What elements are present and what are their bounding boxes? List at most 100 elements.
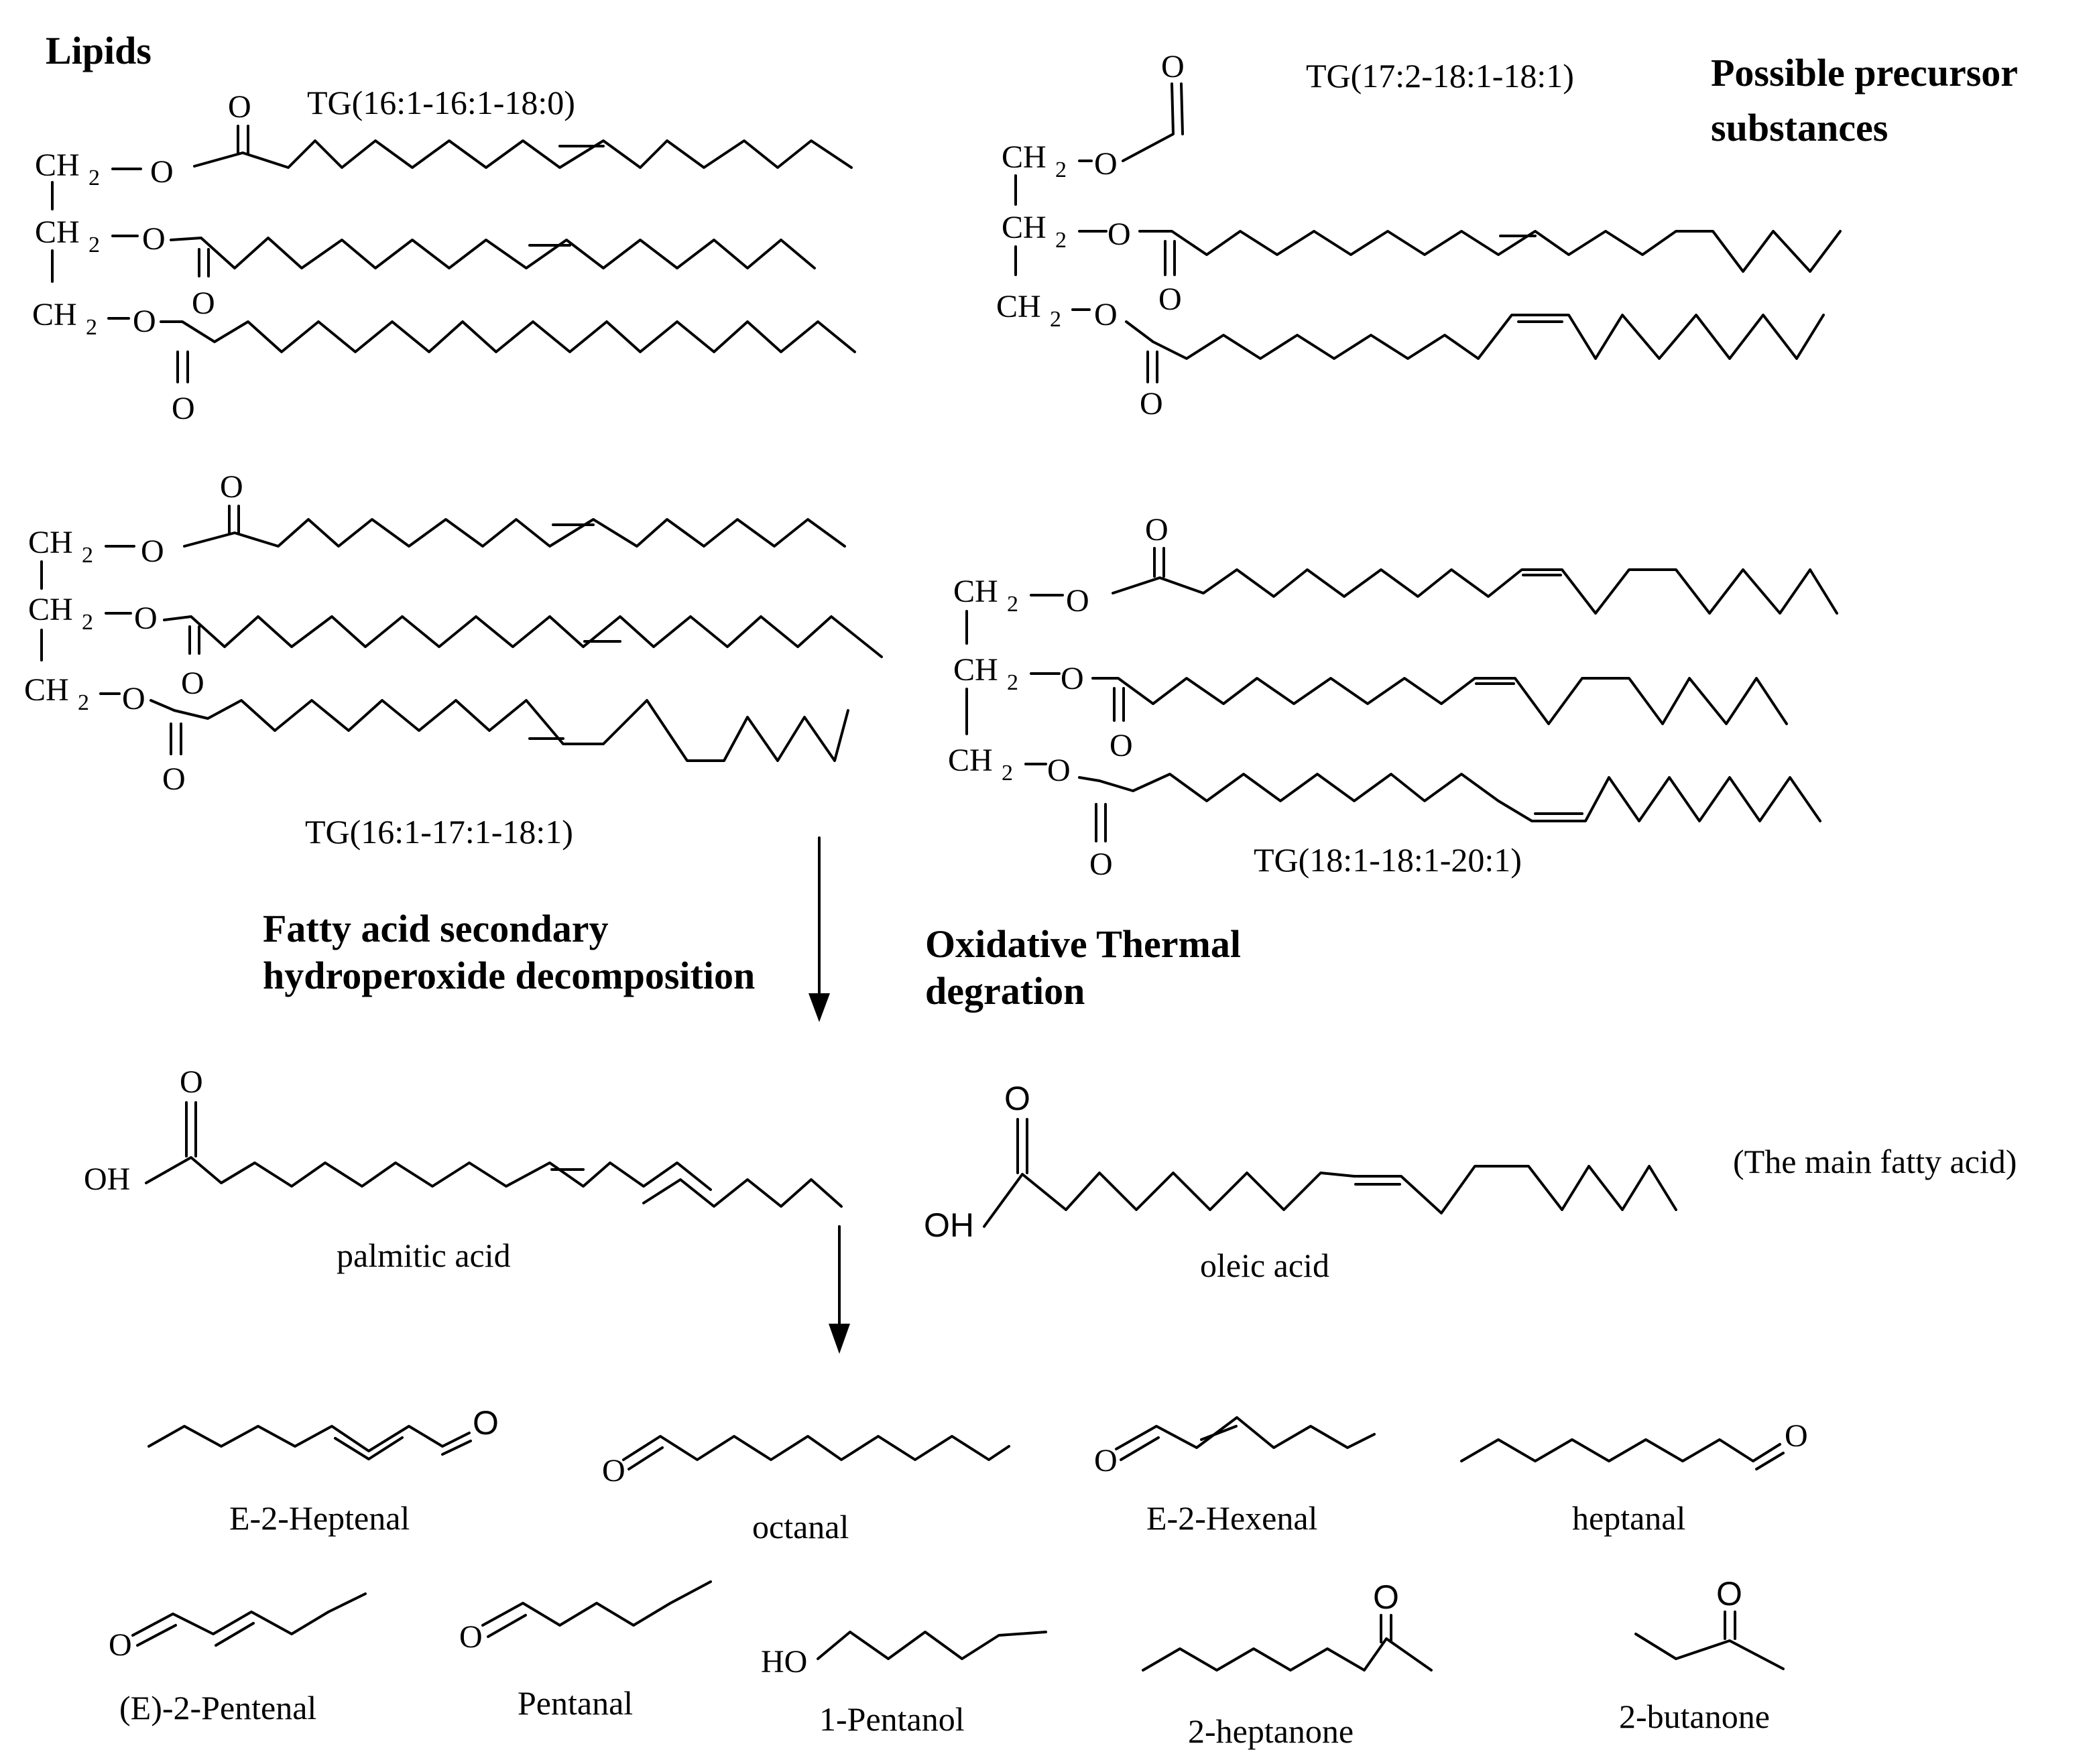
palmitic-acid: O OH palmitic acid: [84, 1064, 843, 1274]
acyl-chain-3: [160, 320, 856, 353]
carbonyl-double-bond: [1016, 1118, 1028, 1174]
ch-text: CH: [28, 592, 73, 627]
acyl-chain-3: [1078, 773, 1821, 822]
subscript-two: 2: [1055, 158, 1067, 182]
carbonyl-oxygen: O: [228, 89, 251, 125]
product-label: (E)-2-Pentenal: [119, 1689, 316, 1726]
ch-text: CH: [948, 743, 993, 778]
carbonyl-double-bond: [188, 625, 200, 655]
ch-text: CH: [35, 214, 80, 250]
process-right-line1: Oxidative Thermal: [925, 922, 1241, 966]
subscript-two: 2: [1050, 307, 1061, 332]
formate-group: [1122, 82, 1184, 162]
acyl-chain-2: [163, 615, 883, 658]
double-bonds: [136, 1622, 255, 1647]
carbonyl-double-bond: [1153, 547, 1165, 578]
carbonyl-oxygen: O: [220, 469, 243, 505]
carbonyl-double-bond: [1146, 351, 1158, 383]
palmitic-tail: [642, 1178, 843, 1208]
subscript-two: 2: [88, 233, 100, 257]
double-bonds: [1120, 1425, 1238, 1461]
ch-text: CH: [953, 574, 998, 609]
oxygen-atom: O: [1047, 753, 1071, 788]
carbonyl-oxygen: O: [1110, 728, 1133, 763]
carbonyl-oxygen: O: [180, 1064, 203, 1100]
carbonyl-double-bond: [1113, 687, 1125, 722]
product-pentanal: O Pentanal: [459, 1580, 712, 1722]
carbonyl-oxygen: O: [459, 1619, 483, 1655]
product-label: 2-heptanone: [1188, 1712, 1354, 1750]
molecule-skeleton: [817, 1631, 1047, 1660]
carbonyl-oxygen: O: [172, 391, 195, 426]
molecule-skeleton: [1634, 1633, 1785, 1670]
carbonyl-oxygen: O: [1785, 1418, 1808, 1454]
product-label: heptanal: [1572, 1499, 1685, 1537]
acyl-chain-3: [1125, 314, 1825, 360]
ch-text: CH: [1002, 210, 1046, 245]
subscript-two: 2: [1002, 761, 1013, 785]
acyl-chain-2: [1091, 677, 1788, 725]
oxygen-atom: O: [1061, 661, 1084, 696]
subscript-two: 2: [82, 610, 93, 635]
ch-text: CH: [996, 289, 1041, 324]
product-label: E-2-Hexenal: [1146, 1499, 1317, 1537]
hydroxyl-group: OH: [84, 1161, 130, 1197]
process-left-line2: hydroperoxide decomposition: [263, 954, 755, 997]
tg-16-1-16-1-18-0: TG(16:1-16:1-18:0) CH 2 CH 2 CH 2 O O O …: [32, 84, 856, 426]
product-2-butanone: O 2-butanone: [1619, 1575, 1785, 1735]
precursor-heading-line2: substances: [1711, 106, 1888, 149]
carbonyl-double-bond: [1724, 1611, 1736, 1640]
lipids-heading: Lipids: [46, 29, 152, 72]
oxygen-atom: O: [150, 154, 174, 190]
tg-label: TG(16:1-16:1-18:0): [307, 84, 575, 121]
molecule-skeleton: [1460, 1438, 1781, 1462]
down-arrow-2: [829, 1225, 850, 1354]
carbonyl-oxygen: O: [181, 666, 204, 701]
carbonyl-double-bond: [1755, 1452, 1785, 1470]
carbonyl-double-bond: [228, 505, 240, 534]
acyl-chain-1: [1112, 568, 1838, 615]
process-left-line1: Fatty acid secondary: [263, 907, 609, 950]
product-octanal: O octanal: [602, 1435, 1010, 1546]
carbonyl-oxygen: O: [1004, 1080, 1030, 1117]
product-label: Pentanal: [518, 1684, 633, 1722]
subscript-two: 2: [78, 690, 89, 715]
product-2-heptanone: O 2-heptanone: [1142, 1578, 1433, 1750]
tg-label: TG(17:2-18:1-18:1): [1306, 57, 1574, 94]
product-1-pentanol: HO 1-Pentanol: [761, 1631, 1047, 1738]
product-label: 1-Pentanol: [819, 1700, 965, 1738]
carbonyl-double-bond: [170, 722, 182, 755]
ch-text: CH: [953, 652, 998, 688]
carbonyl-double-bond: [441, 1440, 472, 1456]
molecule-skeleton: [1142, 1637, 1433, 1672]
ch-text: CH: [28, 525, 73, 560]
molecule-skeleton: [147, 1425, 471, 1452]
ester-link-bonds: [1024, 594, 1064, 765]
product-label: octanal: [752, 1508, 849, 1546]
carbonyl-oxygen: O: [1094, 1443, 1118, 1478]
acyl-chain-2: [1138, 230, 1842, 273]
tg-18-1-18-1-20-1: CH 2 CH 2 CH 2 O O O O O O TG(18:1-18:1-…: [948, 512, 1838, 882]
product-label: 2-butanone: [1619, 1698, 1770, 1735]
oxygen-atom: O: [1066, 583, 1089, 619]
acyl-chain-1: [193, 139, 853, 169]
oleic-chain: [983, 1165, 1677, 1228]
carbonyl-oxygen: O: [602, 1453, 625, 1489]
ester-link-bonds: [1071, 160, 1108, 311]
acyl-chain-2: [170, 237, 816, 269]
molecule-skeleton: [131, 1592, 367, 1637]
carbonyl-double-bond: [627, 1446, 664, 1470]
double-bond: [334, 1436, 404, 1460]
tg-label: TG(16:1-17:1-18:1): [305, 813, 573, 850]
subscript-two: 2: [88, 166, 100, 190]
tg-17-2-18-1-18-1: TG(17:2-18:1-18:1) CH 2 CH 2 CH 2 O O O …: [996, 49, 1842, 422]
ch-text: CH: [24, 672, 69, 708]
down-arrow-1: [809, 836, 830, 1022]
fatty-acid-label: oleic acid: [1200, 1247, 1329, 1284]
ch-text: CH: [35, 147, 80, 183]
oxygen-atom: O: [122, 681, 145, 716]
ester-link-bonds: [107, 168, 142, 320]
product-heptanal: O heptanal: [1460, 1418, 1808, 1537]
subscript-two: 2: [82, 543, 93, 568]
